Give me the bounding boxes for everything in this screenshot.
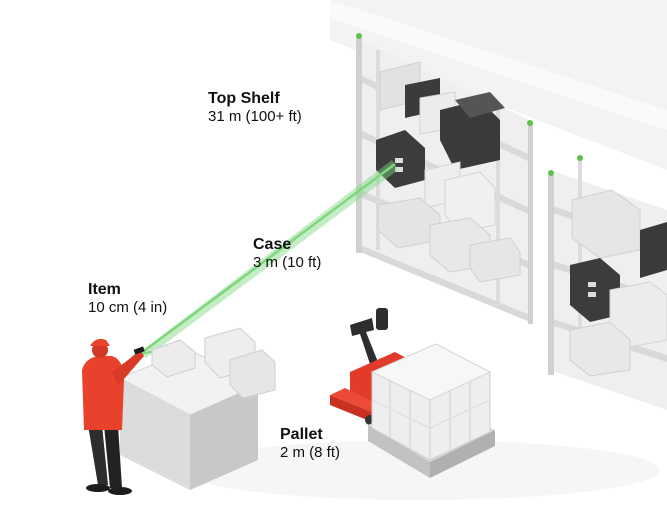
shelf-unit-right: [548, 155, 667, 410]
label-item-distance: 10 cm (4 in): [88, 299, 168, 317]
counter-table: [118, 327, 276, 490]
shelf-boxes-middle: [376, 130, 496, 233]
label-case: Case 3 m (10 ft): [253, 236, 321, 272]
label-pallet: Pallet 2 m (8 ft): [280, 426, 340, 462]
handheld-scanner: [133, 346, 145, 355]
indicator-light: [548, 170, 554, 176]
label-pallet-distance: 2 m (8 ft): [280, 444, 341, 462]
label-pallet-title: Pallet: [280, 426, 323, 443]
label-item-title: Item: [88, 281, 121, 298]
pallet: [368, 343, 495, 478]
indicator-light: [527, 120, 533, 126]
shelf-boxes-lower: [377, 197, 521, 283]
label-case-distance: 3 m (10 ft): [253, 254, 322, 272]
label-top-shelf-title: Top Shelf: [208, 90, 280, 107]
indicator-light: [577, 155, 583, 161]
label-case-title: Case: [253, 236, 292, 253]
shelf-boxes-top: [379, 61, 505, 170]
small-item-box: [151, 339, 196, 378]
dark-case-box: [440, 100, 500, 170]
indicator-light: [356, 33, 362, 39]
label-item: Item 10 cm (4 in): [88, 281, 167, 317]
label-top-shelf: Top Shelf 31 m (100+ ft): [208, 90, 302, 126]
wall-band: [330, 0, 667, 130]
label-top-shelf-distance: 31 m (100+ ft): [208, 108, 302, 126]
warehouse-worker-figure: [82, 338, 144, 495]
